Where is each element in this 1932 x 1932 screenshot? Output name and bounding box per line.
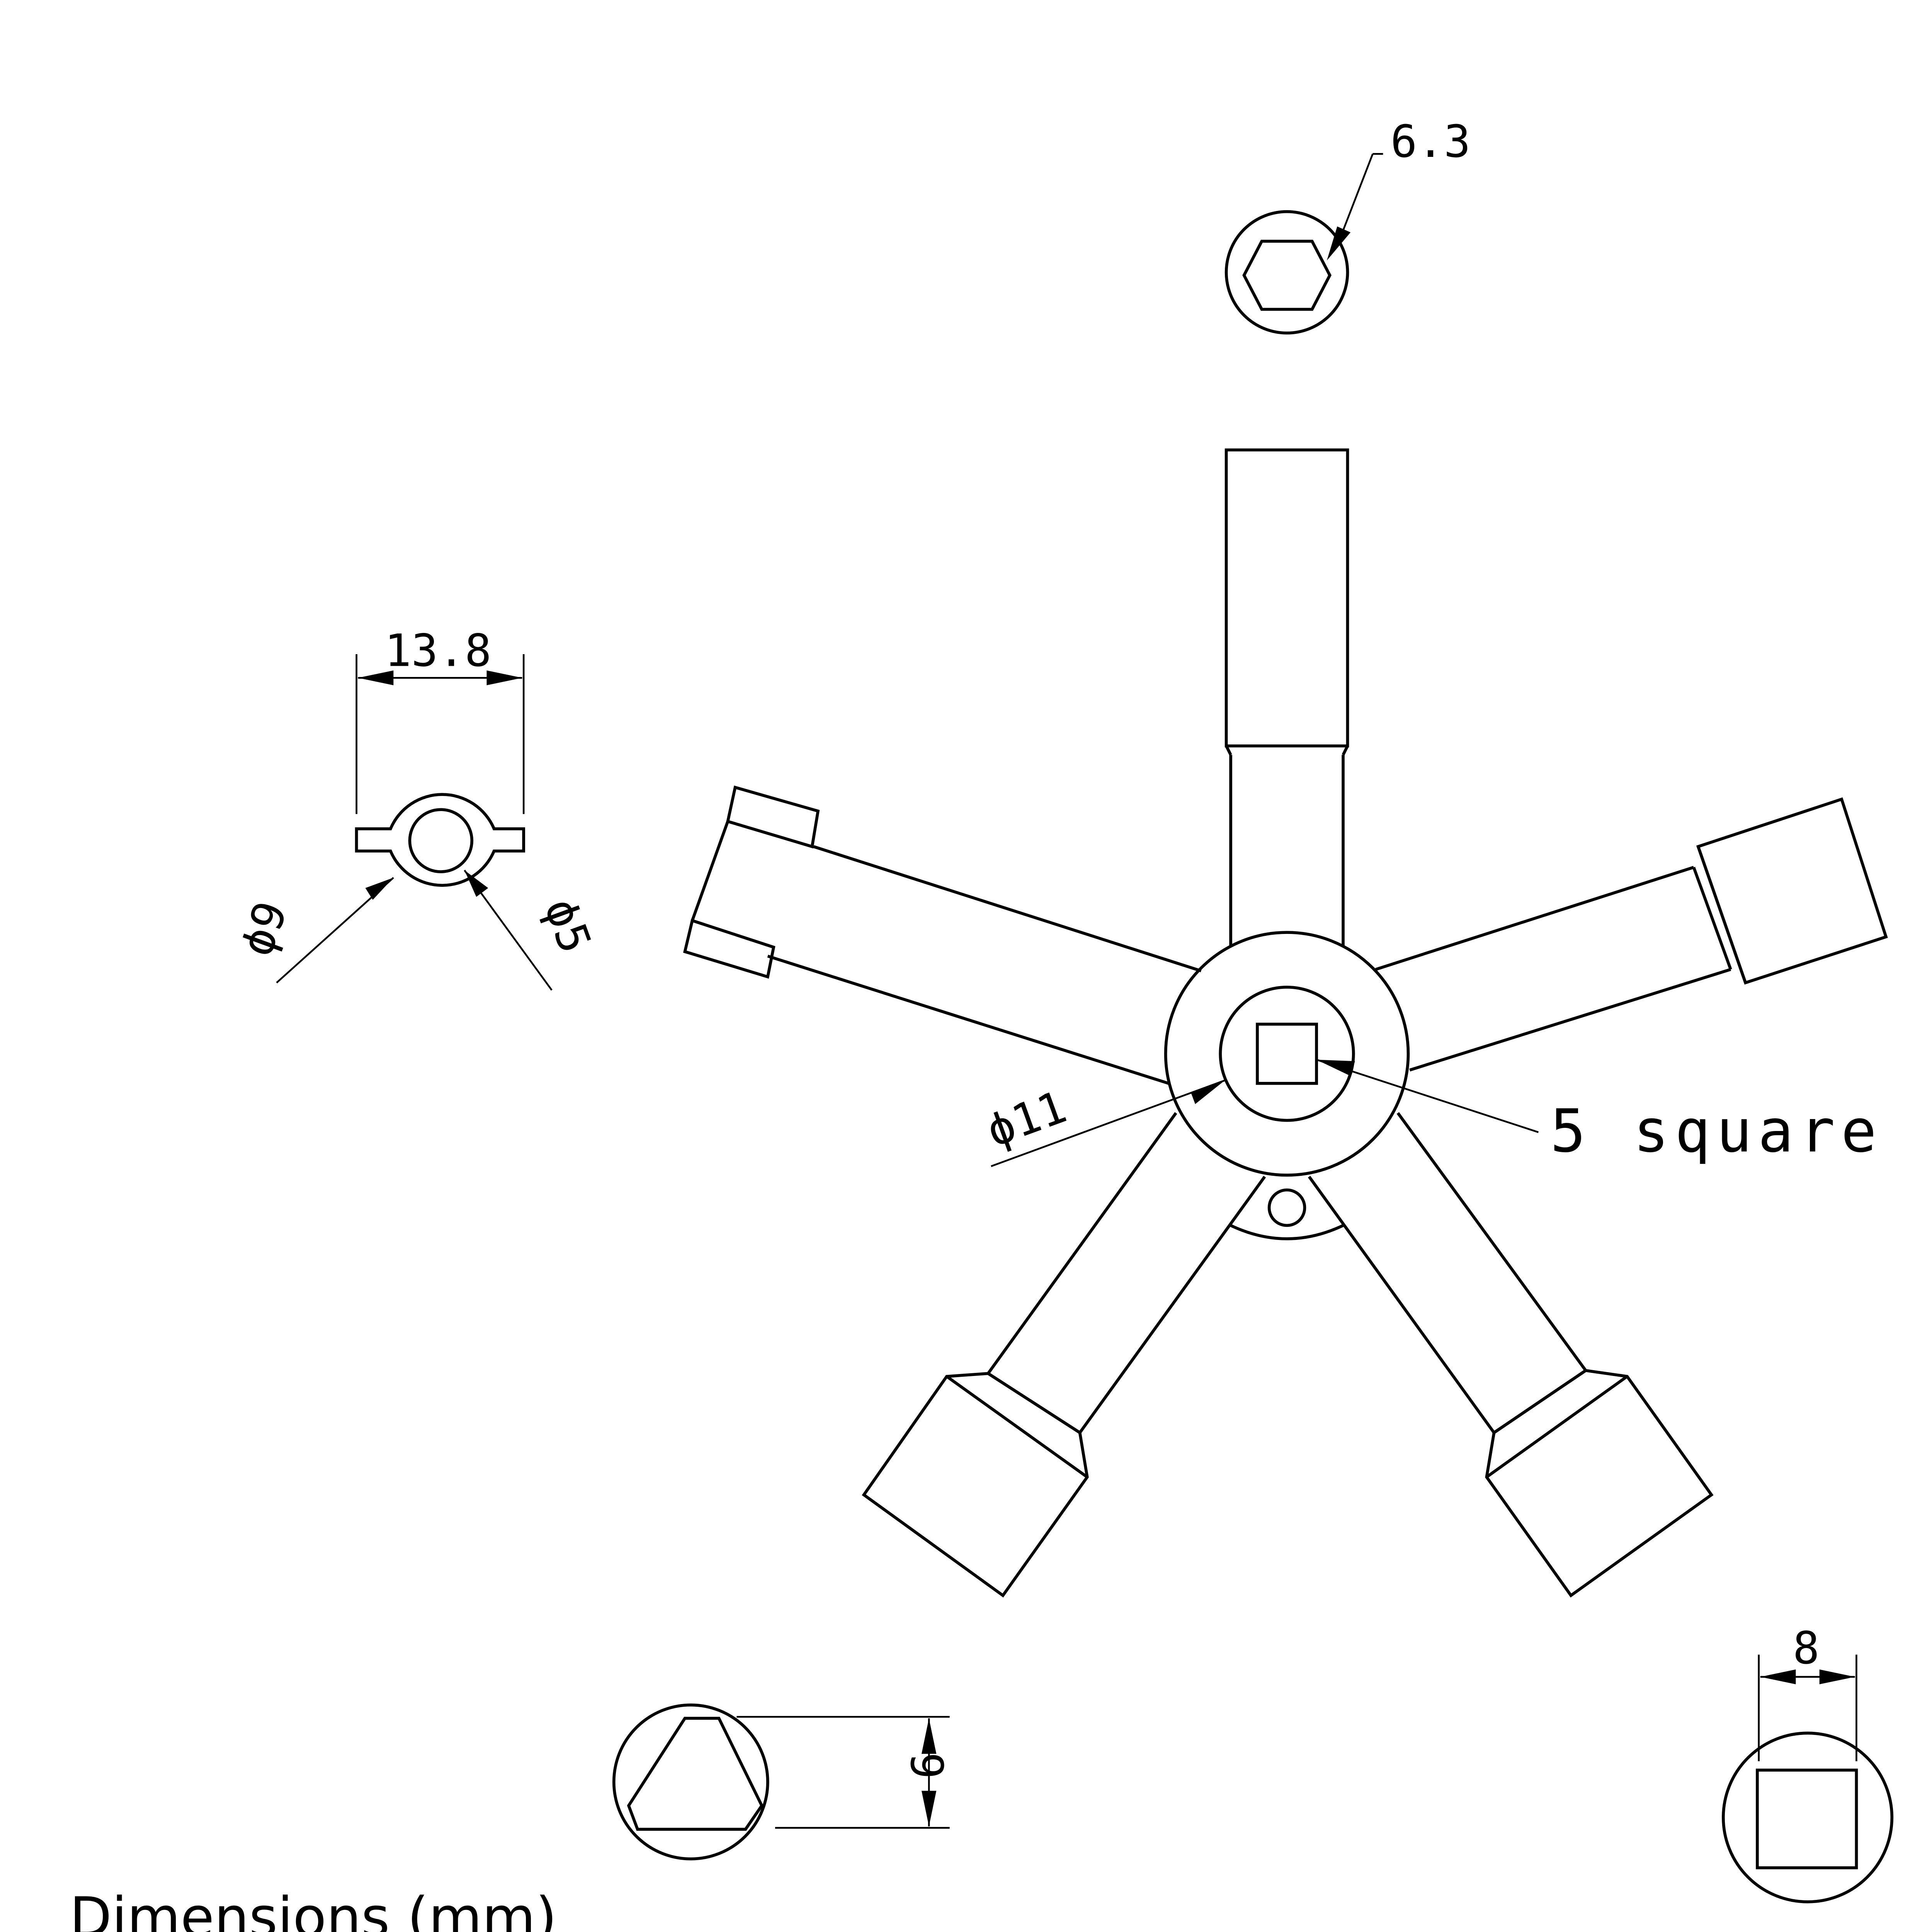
inner-diameter-label: ϕ5 [534,892,601,960]
outer-diameter-label: ϕ9 [231,895,298,963]
triangle-profile-detail: 9 [612,1703,952,1861]
hex-profile-detail: 6.3 [1225,116,1471,335]
square-8-label: 8 [1793,1622,1820,1674]
square-8-profile-detail: 8 [1722,1622,1894,1903]
hub-diameter-label: ϕ11 [980,1081,1073,1157]
center-square-label: 5 square [1550,1097,1883,1166]
hub: 5 square ϕ11 [980,931,1883,1240]
left-arm [683,785,1202,1085]
triangle-size-label: 9 [900,1752,952,1779]
double-bit-profile-detail: 13.8 ϕ9 ϕ5 [231,625,601,991]
right-arm [1375,797,1888,1071]
hex-size-label: 6.3 [1391,116,1471,168]
bit-width-label: 13.8 [384,625,492,677]
bottom-left-arm [862,1112,1266,1598]
top-arm [1225,448,1349,947]
dimensions-caption: Dimensions (mm) [70,1886,557,1932]
bottom-right-arm [1308,1112,1714,1598]
